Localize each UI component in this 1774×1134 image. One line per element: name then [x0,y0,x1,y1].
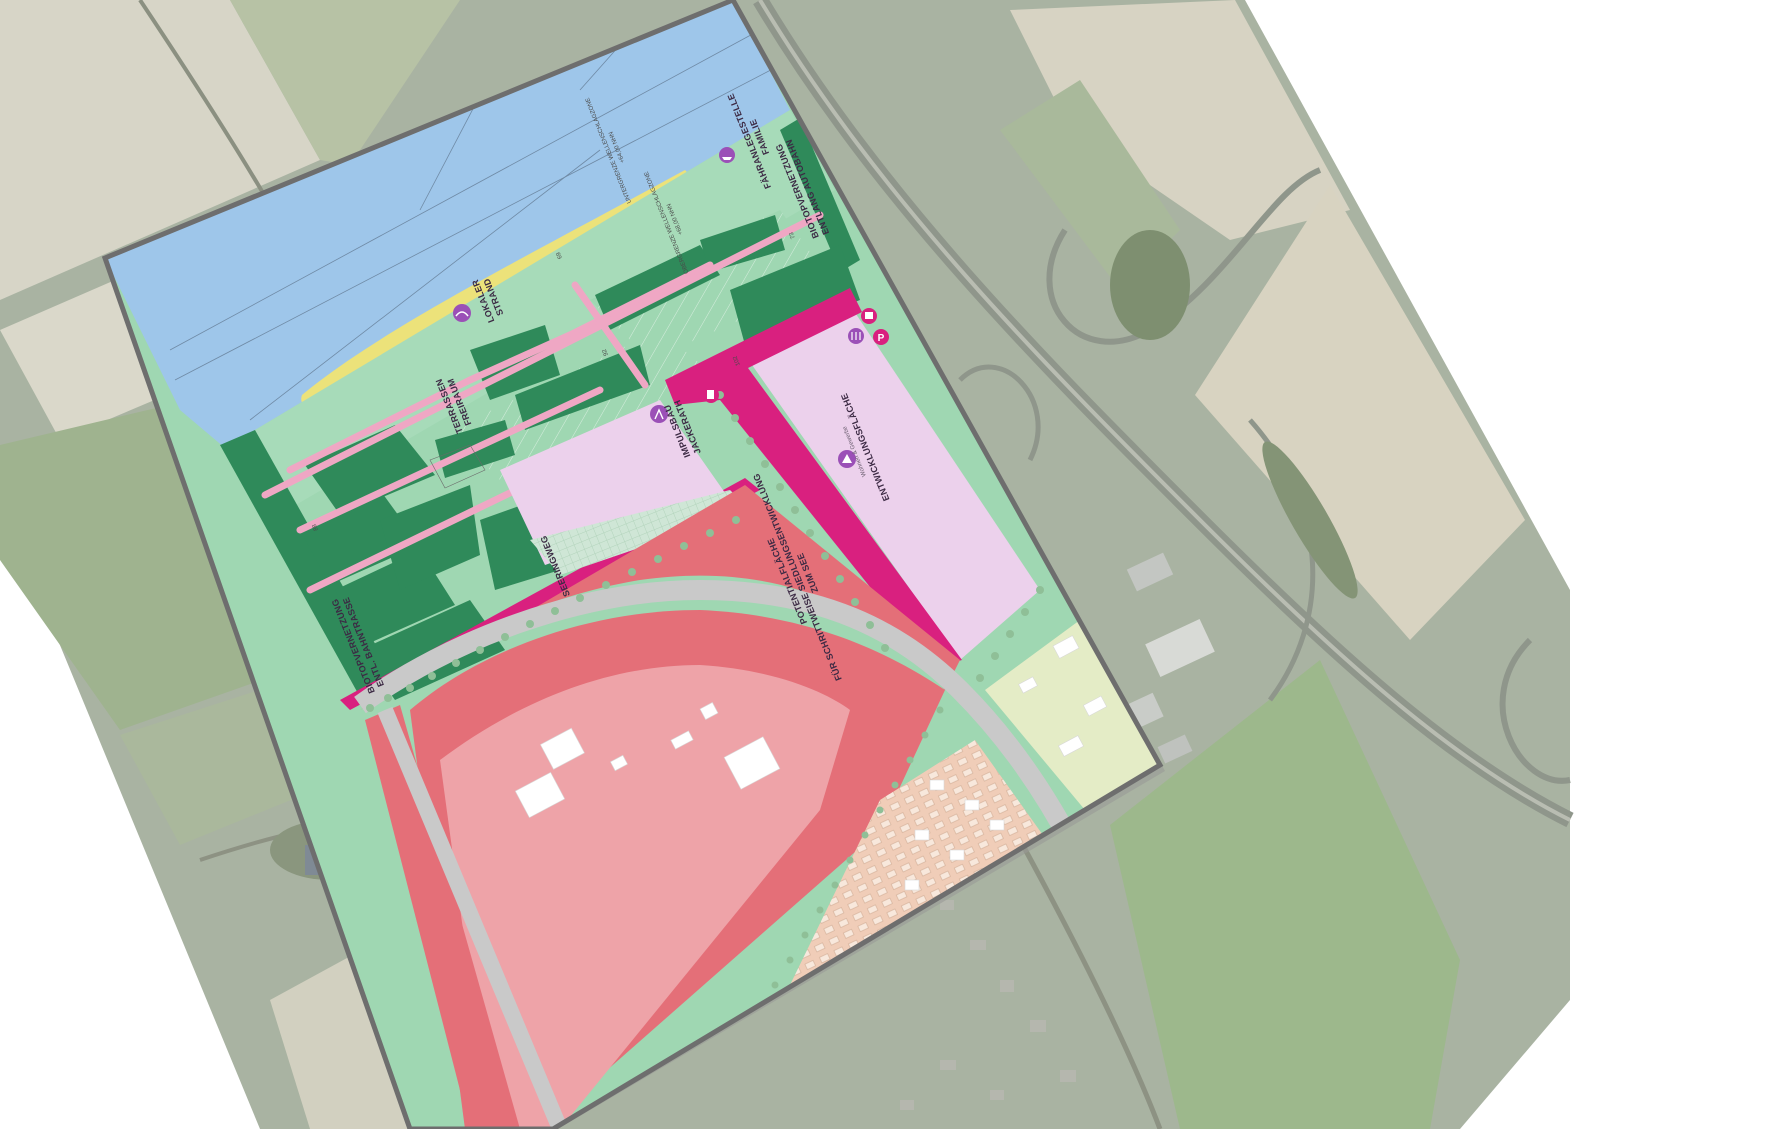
tree-rows [366,391,1044,1064]
fuel-icon [703,387,719,403]
forest-strip-right [780,118,860,272]
field [1110,660,1460,1129]
contour-92: 92 [602,347,610,356]
lake-area [105,0,790,448]
park-band [225,110,835,520]
highway [758,0,1571,822]
building [1157,734,1193,764]
field [230,0,460,165]
parking-icon: P [873,329,889,345]
contour-73: 73 [789,230,797,239]
gastro-icon [848,328,864,344]
building [1126,552,1174,592]
forest-strip-left [220,430,400,706]
impulsbau-hatch [530,490,750,575]
village [900,900,1076,1110]
tree-cluster [1110,230,1190,340]
potential-strip-left [365,705,520,1129]
contour-69: 69 [556,250,564,259]
road-south [377,706,568,1129]
ferry-icon [719,147,735,163]
beach-icon [453,304,471,322]
venue-icon [838,450,856,468]
field [1195,185,1525,640]
field [0,0,320,300]
development-area [745,305,1040,660]
field [1010,0,1350,240]
tree-cluster [1262,441,1358,599]
building [1145,619,1215,677]
ramp [958,364,1041,462]
potential-area [360,485,960,710]
contour-88: 88 [312,522,320,531]
contour-102: 102 [732,354,742,366]
magenta-boulevard [665,288,962,668]
seeringweg-road [354,579,1089,865]
svg-text:P: P [878,333,885,344]
bus-icon [861,308,877,324]
plan-sheet [101,0,1165,1132]
impulsbau-area [500,400,730,565]
impulse-icon [650,405,668,423]
commercial-area [985,620,1160,810]
proposed-buildings [514,635,1108,891]
road [1017,838,1163,1130]
ramp [1499,637,1571,784]
